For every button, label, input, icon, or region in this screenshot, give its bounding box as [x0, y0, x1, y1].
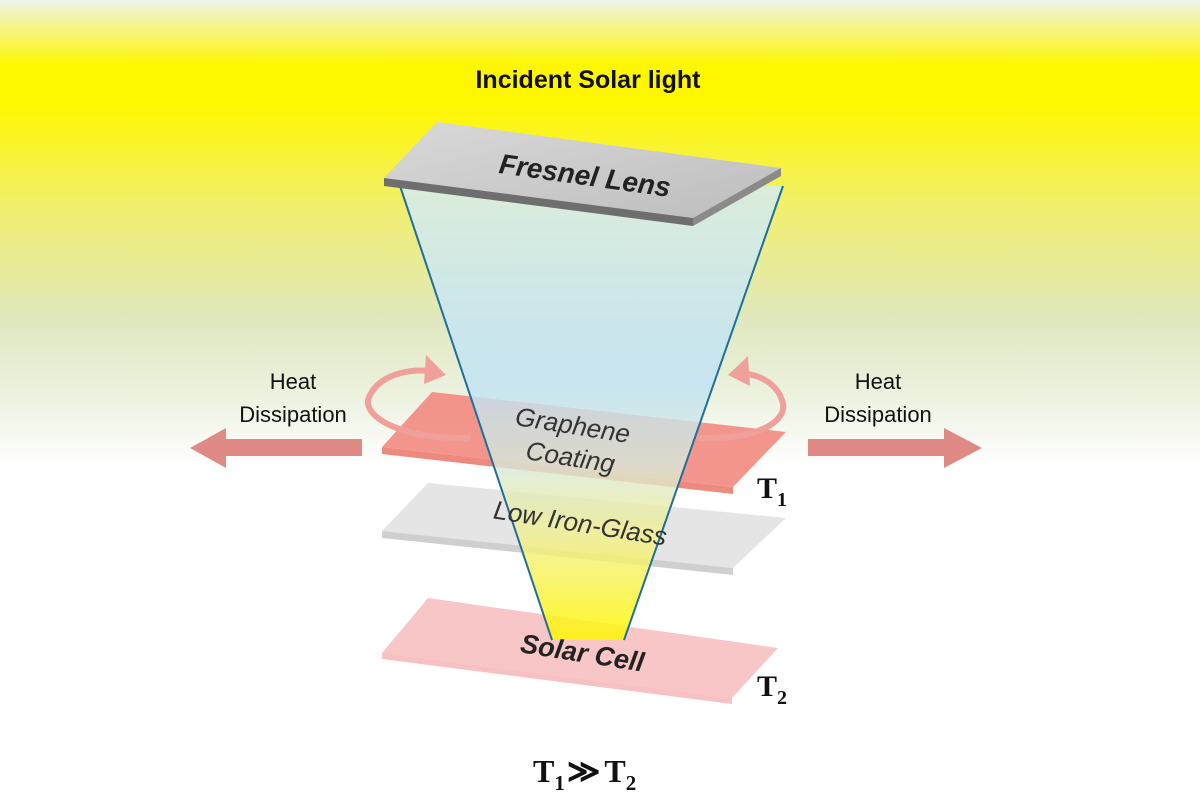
fresnel-lens-edge — [384, 178, 693, 226]
heat-arrow-right — [808, 428, 982, 468]
t2-label: T2 — [757, 670, 787, 709]
fresnel-lens-side — [693, 168, 781, 226]
relation-right-base: T — [604, 753, 625, 789]
relation-text: T1≫T2 — [533, 753, 636, 795]
fresnel-lens-plate — [384, 122, 781, 218]
relation-left-sub: 1 — [554, 771, 565, 795]
t2-subscript: 2 — [777, 687, 787, 709]
beam-edge-right — [623, 185, 784, 641]
heat-right-line1: Heat — [855, 369, 901, 394]
heat-circulation-left-head — [424, 355, 446, 384]
title-text: Incident Solar light — [475, 66, 701, 94]
beam-edge-left — [397, 179, 553, 641]
t1-subscript: 1 — [777, 489, 787, 511]
relation-left-base: T — [533, 753, 554, 789]
heat-circulation-left — [365, 367, 471, 442]
heat-right-line2: Dissipation — [824, 402, 932, 427]
heat-arrow-left — [190, 428, 362, 468]
light-beam — [398, 180, 783, 640]
heat-circulation-right — [697, 370, 787, 442]
relation-operator: ≫ — [567, 753, 601, 789]
t1-label: T1 — [757, 472, 787, 511]
t2-base: T — [757, 670, 777, 703]
heat-left-line2: Dissipation — [239, 402, 347, 427]
t1-base: T — [757, 472, 777, 505]
solar-cell-edge — [382, 653, 732, 704]
solar-cell-plate — [382, 598, 778, 698]
heat-left-line1: Heat — [270, 369, 316, 394]
heat-circulation-right-head — [728, 356, 750, 386]
relation-right-sub: 2 — [626, 771, 637, 795]
